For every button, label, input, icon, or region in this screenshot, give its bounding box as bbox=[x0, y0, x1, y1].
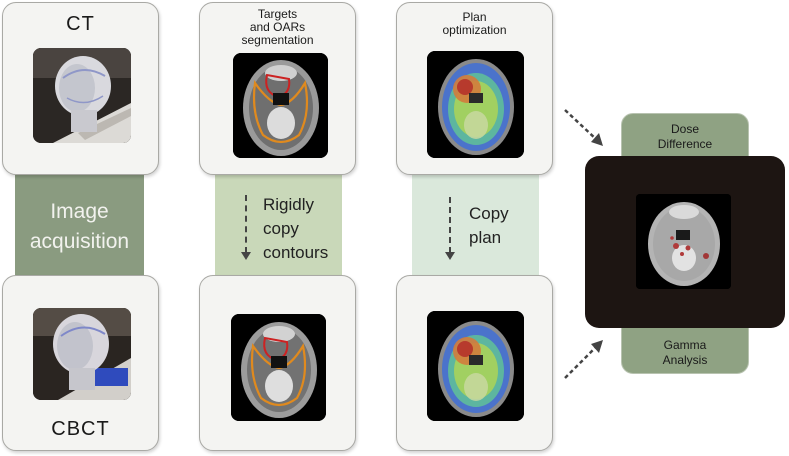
image-acquisition-line2: acquisition bbox=[29, 230, 130, 253]
segmentation-card: Targets and OARs segmentation bbox=[199, 2, 356, 175]
diagonal-arrows bbox=[564, 109, 603, 379]
copy-plan-label: Copy plan bbox=[469, 202, 509, 250]
segmentation-cbct-image bbox=[231, 314, 326, 421]
copy-contours-line2: copy bbox=[263, 219, 299, 238]
arrow-head-bottom bbox=[591, 340, 603, 353]
gamma-analysis-line1: Gamma bbox=[663, 338, 707, 352]
copy-contours-label: Rigidly copy contours bbox=[263, 193, 328, 265]
copy-plan-line1: Copy bbox=[469, 204, 509, 223]
arrow-to-evaluation-top bbox=[564, 109, 598, 141]
dose-difference-line2: Difference bbox=[657, 137, 713, 151]
copy-contours-line3: contours bbox=[263, 243, 329, 262]
segmentation-title: Targets and OARs segmentation bbox=[200, 8, 355, 47]
cbct-phantom-photo bbox=[33, 308, 131, 400]
image-acquisition-band: Image acquisition bbox=[15, 175, 144, 275]
copy-contours-band: Rigidly copy contours bbox=[215, 175, 342, 275]
plan-cbct-dose-image bbox=[427, 311, 524, 421]
cbct-title: CBCT bbox=[51, 418, 110, 440]
dose-difference-line1: Dose bbox=[670, 122, 699, 136]
evaluation-dose-map bbox=[636, 194, 731, 289]
segmentation-title-line1: Targets bbox=[257, 7, 298, 21]
ct-card: CT bbox=[2, 2, 159, 175]
copy-plan-band: Copy plan bbox=[412, 175, 539, 275]
segmentation-title-line2: and OARs bbox=[249, 20, 306, 34]
plan-title-line2: optimization bbox=[442, 23, 507, 37]
gamma-analysis-line2: Analysis bbox=[662, 353, 708, 367]
plan-cbct-card bbox=[396, 275, 553, 451]
plan-title-line1: Plan bbox=[462, 10, 487, 24]
ct-phantom-photo bbox=[33, 48, 131, 143]
copy-plan-line2: plan bbox=[469, 228, 502, 247]
arrow-to-evaluation-bottom bbox=[564, 345, 598, 379]
plan-card: Plan optimization bbox=[396, 2, 553, 175]
cbct-card: CBCT bbox=[2, 275, 159, 451]
plan-dose-image bbox=[427, 51, 524, 158]
segmentation-ct-image bbox=[233, 53, 328, 158]
segmentation-title-line3: segmentation bbox=[241, 33, 314, 47]
copy-contours-line1: Rigidly bbox=[263, 195, 315, 214]
evaluation-panel bbox=[585, 156, 785, 328]
image-acquisition-line1: Image bbox=[50, 200, 109, 223]
ct-title: CT bbox=[66, 13, 95, 35]
copy-plan-arrow bbox=[445, 197, 455, 260]
arrow-head-top bbox=[591, 133, 603, 146]
copy-contours-arrow bbox=[241, 195, 251, 260]
image-acquisition-label: Image acquisition bbox=[15, 197, 144, 257]
plan-title: Plan optimization bbox=[397, 11, 552, 37]
segmentation-cbct-card bbox=[199, 275, 356, 451]
